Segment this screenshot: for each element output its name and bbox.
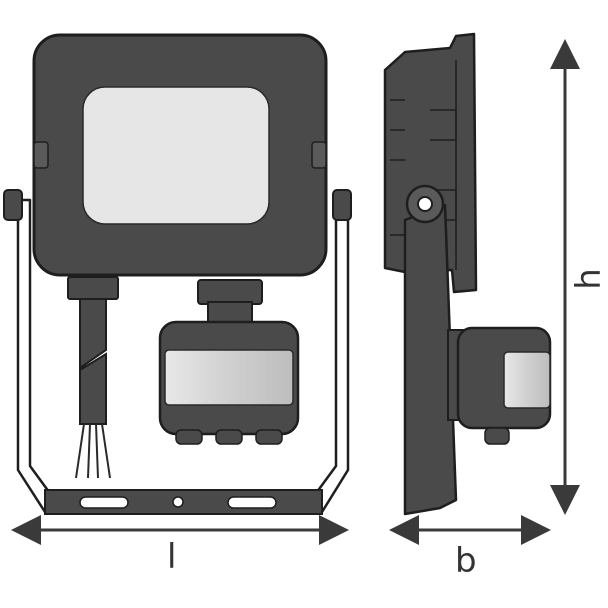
height-label: h (568, 268, 608, 290)
cable-wires (75, 423, 111, 479)
front-view (3, 33, 352, 515)
power-cable (79, 298, 107, 425)
sensor-neck (207, 301, 253, 325)
dimension-lines (11, 39, 580, 545)
mount-hole-center (172, 496, 184, 508)
sensor-connector (197, 279, 263, 305)
side-view (383, 32, 552, 516)
left-pivot-knob (3, 189, 23, 221)
cable-gland (67, 276, 119, 300)
sensor-dials (175, 429, 283, 445)
mount-slot-left (79, 496, 129, 509)
housing-clip-right (311, 141, 327, 169)
housing-clip-left (33, 141, 49, 169)
side-sensor-dial (484, 427, 510, 445)
length-label: l (167, 537, 177, 577)
sensor-window (164, 349, 294, 406)
front-lens (82, 86, 270, 225)
side-sensor-window (503, 351, 551, 409)
width-label: b (455, 541, 477, 581)
right-pivot-knob (332, 189, 352, 221)
mount-slot-right (227, 496, 277, 509)
pivot-bolt (417, 196, 433, 212)
